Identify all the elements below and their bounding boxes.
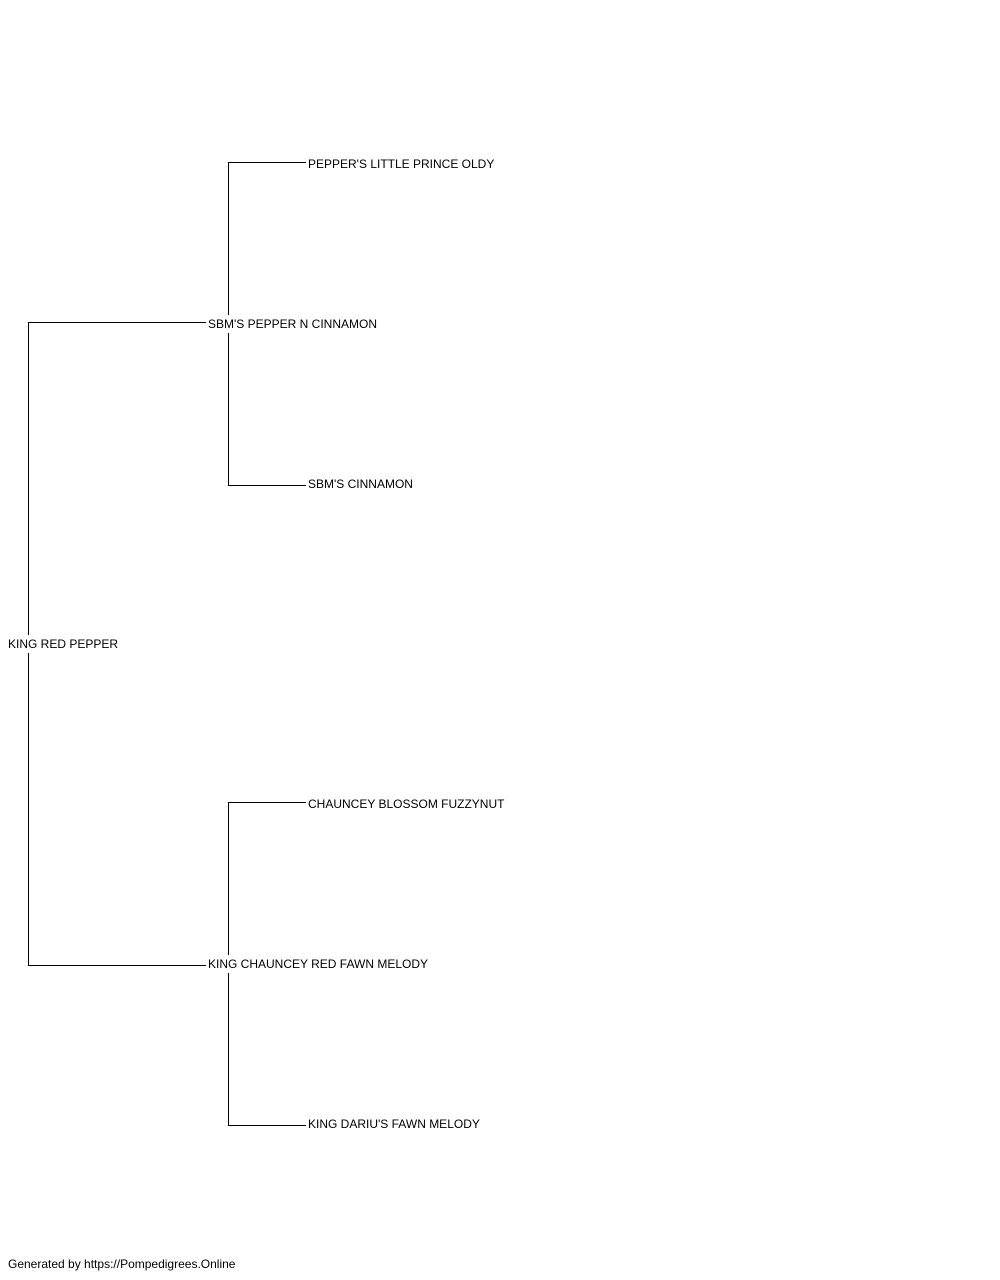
dam-name: KING CHAUNCEY RED FAWN MELODY — [208, 955, 429, 973]
sire-name: SBM'S PEPPER N CINNAMON — [208, 315, 377, 333]
subject-name: KING RED PEPPER — [8, 635, 119, 653]
dam-dam-name: KING DARIU'S FAWN MELODY — [308, 1115, 480, 1133]
generated-by-footer: Generated by https://Pompedigrees.Online — [8, 1257, 236, 1271]
sire-dam-name: SBM'S CINNAMON — [308, 475, 413, 493]
dam-sire-name: CHAUNCEY BLOSSOM FUZZYNUT — [308, 795, 505, 813]
sire-sire-name: PEPPER'S LITTLE PRINCE OLDY — [308, 155, 495, 173]
